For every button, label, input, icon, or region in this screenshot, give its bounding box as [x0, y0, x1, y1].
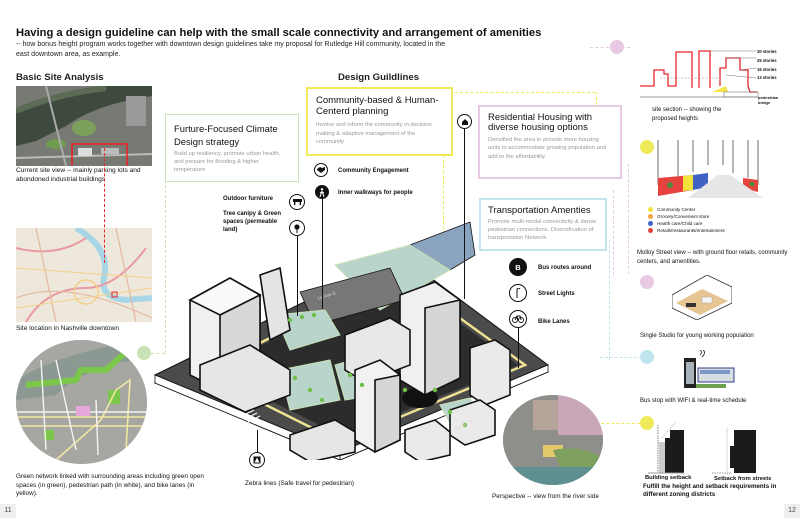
tree-pointer-line [297, 236, 298, 316]
pedestrian-icon [315, 185, 329, 199]
legend-item: Health care/Child care [648, 220, 725, 227]
height-label: 13 stories [757, 75, 777, 81]
cyan-dash-h [600, 357, 642, 358]
legend-item: Community Center [648, 206, 725, 213]
green-network-map [16, 340, 147, 464]
site-section-diagram [640, 40, 800, 108]
community-desc: Involve and inform the community in deci… [316, 122, 432, 146]
zebra-lines-label: Zebra lines (Safe travel for pedestrian) [245, 480, 355, 487]
design-guidelines-heading: Design Guildlines [338, 72, 420, 83]
street-lights-label: Street Lights [538, 291, 575, 297]
height-label: 25 stories [757, 57, 777, 63]
site-locator-line [104, 148, 105, 263]
transport-title: Transportation Amenties [488, 205, 591, 216]
amenity-legend: Community Center Grocery/Convenient stor… [648, 206, 725, 234]
cyan-marker-dot [640, 350, 654, 364]
aerial-caption: Current site view -- mainly parking lots… [16, 167, 141, 183]
climate-title: Furture-Focused Climate Design strategy [174, 123, 278, 147]
yellow-dash-top [455, 92, 595, 93]
street-setback-diagram [712, 428, 762, 475]
yellow-dash-bottom [560, 423, 640, 424]
molloy-street-view [648, 140, 763, 198]
legend-swatch [648, 214, 653, 219]
busstop-caption: Bus stop with WIFI & real-time schedule [640, 398, 747, 404]
handshake-icon [314, 163, 328, 177]
warning-icon [249, 452, 265, 468]
pink-marker-dot [610, 40, 624, 54]
yellow-marker-dot-2 [640, 416, 654, 430]
pink-marker-dot-2 [640, 275, 654, 289]
perspective-caption: Perspective -- view from the river side [492, 493, 599, 500]
molloy-caption: Molloy Street view -- with ground floor … [637, 250, 788, 265]
building-setback-label: Building setback [645, 475, 692, 481]
yellow-dash-left [443, 150, 444, 255]
page-title: Having a design guideline can help with … [16, 27, 542, 39]
green-marker-dot [137, 346, 151, 360]
height-label: 30 stories [757, 49, 777, 54]
green-connector-v [165, 180, 166, 353]
green-network-caption: Green network linked with surrounding ar… [16, 473, 204, 498]
setback-caption: Fulfill the height and setback requireme… [643, 483, 777, 499]
legend-swatch [648, 207, 653, 212]
bike-pointer-line [518, 328, 519, 368]
building-setback-diagram [648, 420, 684, 475]
legend-swatch [648, 221, 653, 226]
legend-swatch [648, 228, 653, 233]
climate-strategy-card: Furture-Focused Climate Design strategy … [165, 114, 299, 182]
page-number-left: 11 [0, 504, 16, 518]
pedestrian-bridge-label: pedestrian bridge [758, 95, 779, 105]
pink-dash-right [628, 164, 629, 274]
community-engagement-label: Community Engagement [338, 168, 409, 174]
location-map [16, 228, 152, 322]
outdoor-furniture-label: Outdoor furniture [223, 196, 273, 202]
studio-caption: Single Studio for young working populati… [640, 333, 754, 339]
map-caption: Site location in Nashville downtown [16, 325, 119, 332]
street-setback-label: Setback from streets [714, 476, 772, 482]
street-light-icon [509, 284, 527, 302]
height-label: 15 stories [757, 66, 777, 72]
site-analysis-heading: Basic Site Analysis [16, 72, 104, 83]
cyan-dash-right [609, 240, 610, 360]
bike-lanes-label: Bike Lanes [538, 319, 570, 325]
pink-dash-inner [613, 190, 614, 275]
street-label-1st: 1st Ave S [317, 290, 337, 301]
page-number-right: 12 [784, 504, 800, 518]
tree-icon [289, 220, 305, 236]
bus-routes-label: Bus routes around [538, 265, 592, 271]
housing-pointer-line [464, 129, 465, 299]
site-section-caption: site section -- showing the proposed hei… [652, 107, 722, 122]
community-planning-card: Community-based & Human-Centerd planning… [306, 87, 453, 156]
legend-item: Grocery/Convenient store [648, 213, 725, 220]
bike-icon [509, 310, 527, 328]
housing-desc: Densified the area to provide more housi… [488, 137, 607, 160]
inner-walkways-label: Inner walkways for people [338, 190, 413, 196]
bus-stop-image [676, 348, 736, 390]
transportation-card: Transportation Amenties Promote multi-mo… [479, 198, 607, 251]
legend-item: Retails/restaurants/entertainment [648, 227, 725, 234]
height-labels: 30 stories 25 stories 15 stories 13 stor… [757, 48, 777, 83]
house-icon [457, 114, 472, 129]
housing-title: Residential Housing with diverse housing… [488, 112, 593, 133]
bench-icon [289, 194, 305, 210]
walkway-pointer-line [322, 199, 323, 309]
zebra-pointer-line [257, 430, 258, 452]
street-label-3rd: 3rd Ave S [454, 419, 474, 431]
studio-isometric [671, 274, 733, 321]
tree-canopy-label: Tree canipy & Green spaces (permeable la… [223, 211, 282, 233]
page-subtitle: -- how bonus height program works togeth… [16, 41, 446, 58]
climate-desc: Build up resiliency, promote urban healt… [174, 151, 281, 173]
housing-card: Residential Housing with diverse housing… [478, 105, 622, 179]
transport-desc: Promote multi-modal connectivity & dense… [488, 219, 597, 242]
aerial-photo [16, 86, 152, 166]
community-title: Community-based & Human-Centerd planning [316, 95, 439, 117]
yellow-marker-dot [640, 140, 654, 154]
bus-route-icon: B [509, 258, 527, 276]
river-perspective-image [503, 395, 603, 485]
green-connector [151, 353, 165, 354]
